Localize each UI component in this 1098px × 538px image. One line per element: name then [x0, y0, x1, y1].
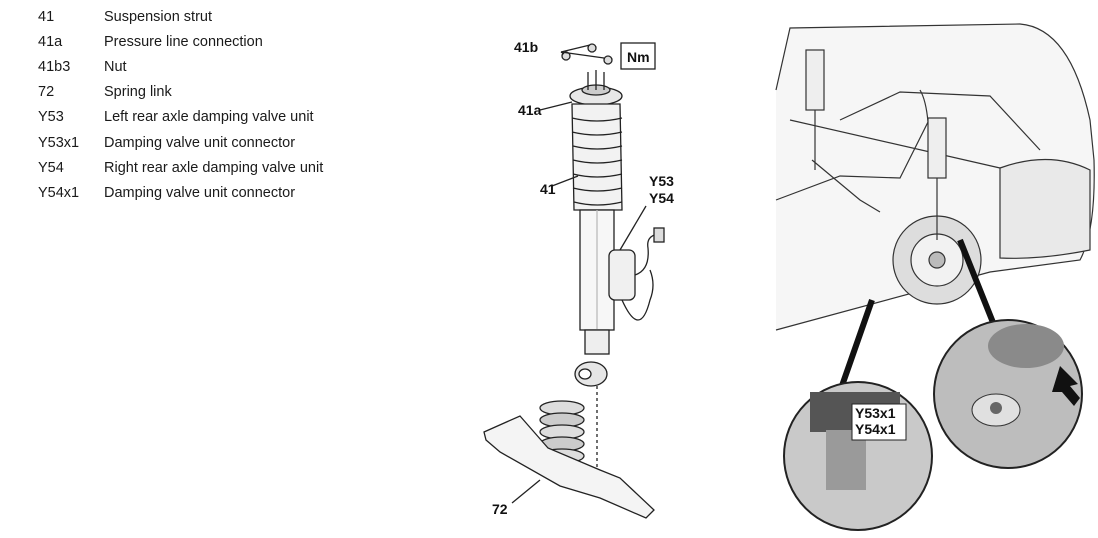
- spring-link-arm: [483, 415, 655, 519]
- legend-text: Left rear axle damping valve unit: [104, 109, 314, 126]
- callout-41b: 41b: [514, 39, 538, 55]
- legend-item: 72 Spring link: [38, 80, 323, 105]
- legend-item: Y54x1 Damping valve unit connector: [38, 180, 323, 205]
- detail-photo-mount: [933, 319, 1083, 469]
- legend-text: Pressure line connection: [104, 33, 263, 50]
- left-strut: [805, 49, 825, 111]
- legend-code: 72: [38, 84, 55, 101]
- nut-part: [587, 43, 597, 53]
- legend-item: 41a Pressure line connection: [38, 29, 323, 54]
- legend-item: Y53 Left rear axle damping valve unit: [38, 105, 323, 130]
- legend-code: Y53x1: [38, 134, 80, 151]
- nut-part: [603, 55, 613, 65]
- torque-symbol-box: [620, 42, 656, 70]
- callout-y53x1: Y53x1: [855, 405, 896, 421]
- legend-text: Right rear axle damping valve unit: [104, 159, 324, 176]
- callout-y53: Y53: [649, 173, 674, 189]
- legend-text: Damping valve unit connector: [104, 184, 296, 201]
- legend-code: 41a: [38, 33, 63, 50]
- torque-symbol: Nm: [627, 49, 650, 65]
- detail-photo-connector: [783, 381, 933, 531]
- legend-item: Y54 Right rear axle damping valve unit: [38, 155, 323, 180]
- callout-y54: Y54: [649, 190, 674, 206]
- legend-item: Y53x1 Damping valve unit connector: [38, 130, 323, 155]
- up-arrow-icon: [1052, 366, 1080, 406]
- callout-41a: 41a: [518, 102, 542, 118]
- legend-code: Y54: [38, 159, 64, 176]
- legend-text: Suspension strut: [104, 8, 213, 25]
- callout-41: 41: [540, 181, 556, 197]
- legend-item: 41 Suspension strut: [38, 4, 323, 29]
- legend-code: 41: [38, 8, 55, 25]
- legend-list: 41 Suspension strut 41a Pressure line co…: [38, 4, 323, 206]
- suspension-strut-diagram: 41b Nm 41a 41 Y53 Y54 72: [483, 39, 674, 519]
- right-strut: [927, 117, 947, 179]
- legend-text: Nut: [104, 58, 127, 75]
- vehicle-location-diagram: Y53x1 Y54x1: [775, 23, 1095, 531]
- legend-code: Y54x1: [38, 184, 80, 201]
- legend-code: Y53: [38, 109, 64, 126]
- callout-72: 72: [492, 501, 508, 517]
- damping-valve-unit: [608, 249, 636, 301]
- legend-code: 41b3: [38, 58, 71, 75]
- legend-text: Spring link: [104, 84, 172, 101]
- legend-text: Damping valve unit connector: [104, 134, 296, 151]
- legend-item: 41b3 Nut: [38, 54, 323, 79]
- callout-y54x1: Y54x1: [855, 421, 896, 437]
